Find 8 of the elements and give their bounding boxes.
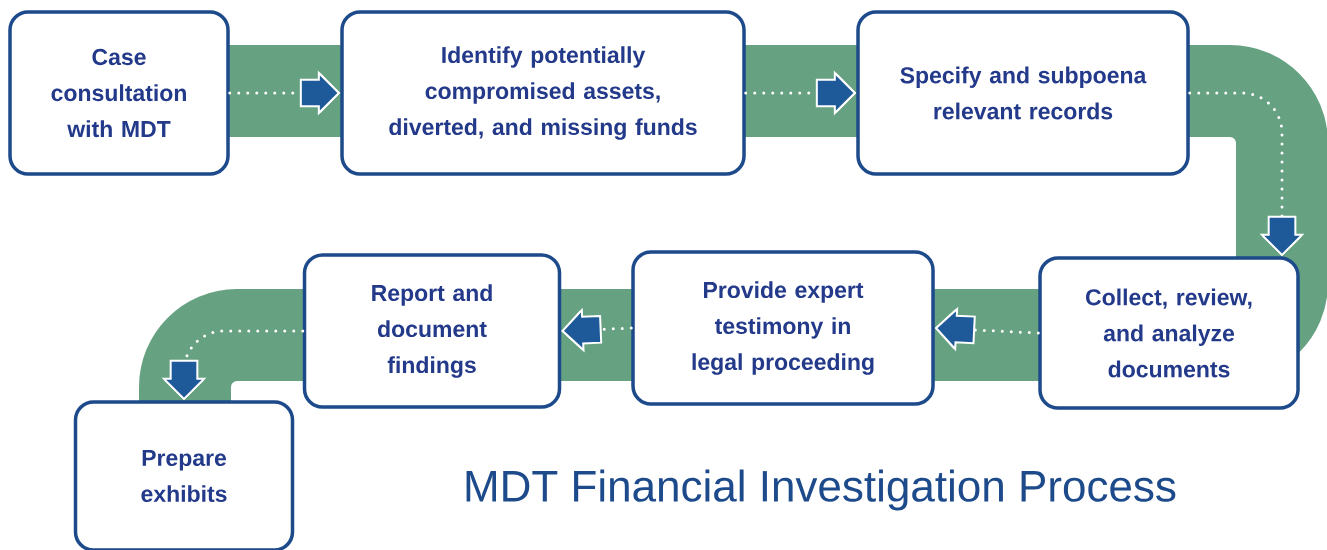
- process-box: Prepare exhibits: [73, 400, 295, 550]
- process-box: Provide expert testimony in legal proceeding: [631, 250, 935, 406]
- process-box: Specify and subpoena relevant records: [856, 10, 1190, 176]
- process-box: Identify potentially compromised assets, diverted, and missing funds: [340, 10, 746, 176]
- process-box: Case consultation with MDT: [8, 10, 230, 176]
- title: MDT Financial Investigation Process: [466, 469, 1176, 511]
- process-box: Collect, review, and analyze documents: [1038, 256, 1300, 410]
- process-box: Report and document findings: [302, 253, 562, 409]
